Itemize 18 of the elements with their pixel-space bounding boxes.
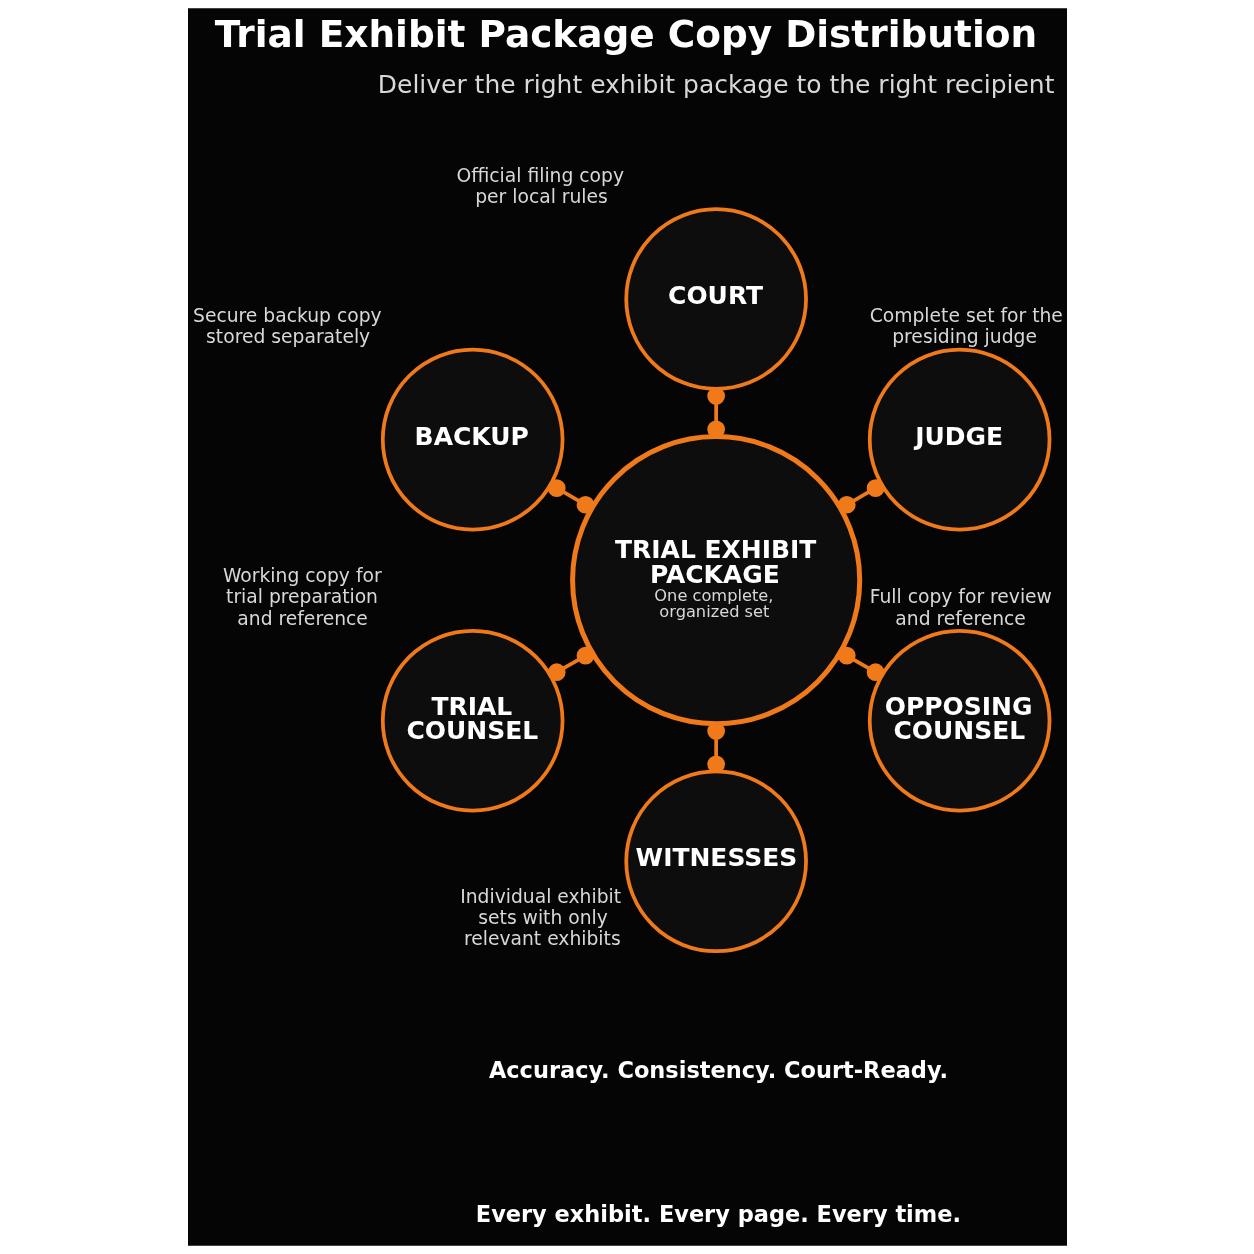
- node-circle: COURT: [623, 207, 808, 391]
- node-circle: WITNESSES: [623, 769, 808, 954]
- label: Deliver the right exhibit package to the right recipient: [377, 70, 1054, 100]
- connector: [837, 646, 884, 682]
- connector: [547, 479, 594, 514]
- node-label: Full copy for review and reference: [869, 586, 1052, 629]
- label: Accuracy. Consistency. Court-Ready.: [488, 1056, 948, 1083]
- node-label: Secure backup copy stored separately: [192, 305, 382, 348]
- node-circle: TRIAL EXHIBIT PACKAGE One complete, organized set: [569, 434, 862, 727]
- node-label: Individual exhibit sets with only relevant exhibits: [459, 885, 621, 949]
- connector: [547, 646, 594, 682]
- node-label: Official filing copy per local rules: [455, 164, 624, 207]
- node-label: Complete set for the presiding judge: [869, 305, 1063, 348]
- connector: [706, 722, 725, 774]
- node-label: Working copy for trial preparation and reference: [222, 565, 382, 629]
- diagram-title: Trial Exhibit Package Copy Distribution: [214, 12, 1037, 57]
- connector: [837, 479, 884, 514]
- label: Every exhibit. Every page. Every time.: [475, 1201, 961, 1228]
